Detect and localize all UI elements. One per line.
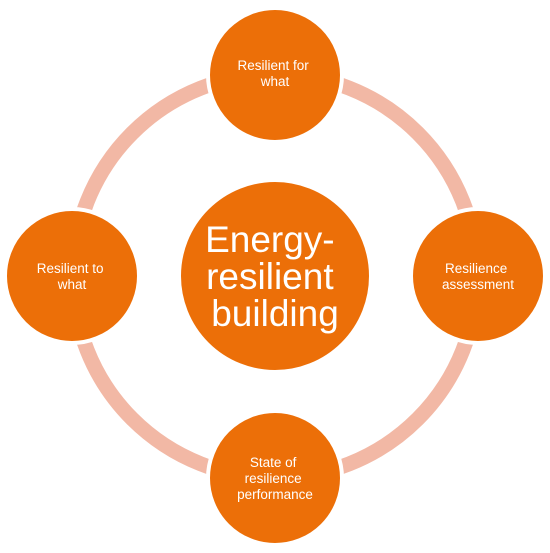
- node-resilient-for-what-circle: [206, 6, 344, 144]
- node-resilience-assessment: Resilience assessment: [409, 207, 547, 345]
- node-resilience-assessment-label: Resilience assessment: [442, 261, 514, 292]
- node-resilient-for-what-label: Resilient for what: [237, 58, 312, 89]
- center-node: Energy- resilient building: [179, 180, 371, 372]
- node-top-line-2: what: [260, 74, 290, 89]
- node-resilience-assessment-circle: [409, 207, 547, 345]
- node-right-line-1: Resilience: [445, 261, 507, 276]
- node-state-of-resilience-performance-circle: [206, 409, 344, 547]
- node-top-line-1: Resilient for: [237, 58, 309, 73]
- center-label-line-3: building: [211, 293, 339, 334]
- node-bottom-line-1: State of: [250, 455, 297, 470]
- center-label-line-2: resilient: [206, 256, 334, 297]
- node-state-of-resilience-performance-label: State of resilience performance: [237, 455, 313, 502]
- center-label-line-1: Energy-: [205, 219, 335, 260]
- node-bottom-line-2: resilience: [245, 471, 302, 486]
- node-resilient-to-what: Resilient to what: [3, 207, 141, 345]
- node-left-line-1: Resilient to: [37, 261, 104, 276]
- node-resilient-to-what-label: Resilient to what: [37, 261, 108, 292]
- node-left-line-2: what: [57, 277, 87, 292]
- node-resilient-to-what-circle: [3, 207, 141, 345]
- center-node-label: Energy- resilient building: [205, 219, 345, 334]
- node-bottom-line-3: performance: [237, 487, 313, 502]
- node-right-line-2: assessment: [442, 277, 514, 292]
- center-node-circle: [179, 180, 371, 372]
- node-resilient-for-what: Resilient for what: [206, 6, 344, 144]
- node-state-of-resilience-performance: State of resilience performance: [206, 409, 344, 547]
